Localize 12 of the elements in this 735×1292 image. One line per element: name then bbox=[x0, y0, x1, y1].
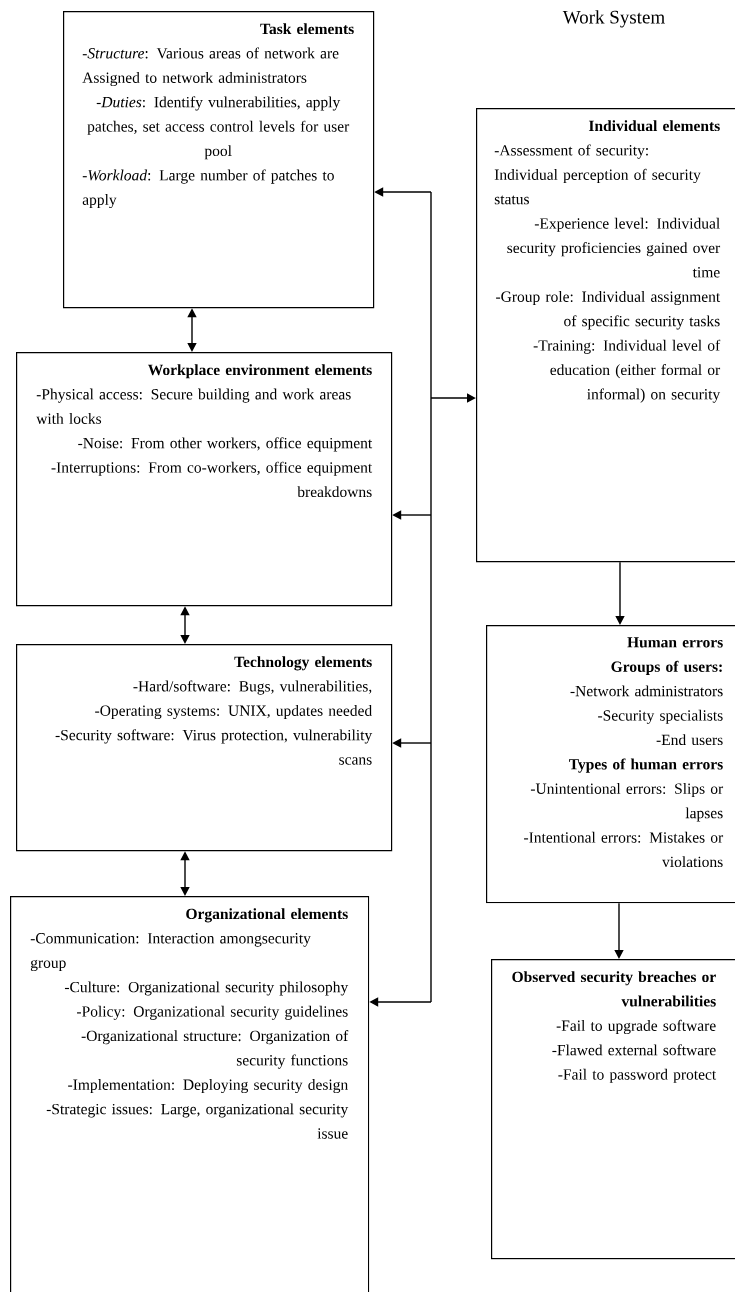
text-box: Workplace environment elements -Physical access: Secure building and work areas with locks -Noise: From other workers, office equipment -Interruptions: From co-workers, office equipment breakdowns bbox=[16, 352, 393, 607]
text-box: Organizational elements -Communication: Interaction amongsecurity group -Culture: Organizational security philosophy -Policy: Organizational security guidelines -Organizational structure: Organization of security functions -Implementation: Deploying security design -Strategic issues: Large, organizational security issue bbox=[10, 896, 370, 1292]
text-box: Individual elements -Assessment of security: Individual perception of security status -Experience level: Individual security proficiencies gained over time -Group role: Individual assignment of specific security tasks -Training: Individual level of education (either formal or informal) on security bbox=[476, 108, 735, 563]
diagram-title: Work System bbox=[562, 10, 665, 28]
text-box: Task elements -Structure: Various areas of network are Assigned to network administrators -Duties: Identify vulnerabilities, apply patches, set access control levels for user pool -Workload: Large number of patches to apply bbox=[63, 11, 375, 309]
connector-line bbox=[430, 191, 432, 1003]
text-box: Technology elements -Hard/software: Bugs, vulnerabilities, -Operating systems: UNIX, updates needed -Security software: Virus protection, vulnerability scans bbox=[16, 644, 393, 852]
text-box: Human errors Groups of users: -Network administrators -Security specialists -End users Types of human errors -Unintentional errors: Slips or lapses -Intentional errors: Mistakes or violations bbox=[486, 625, 735, 904]
arrow bbox=[430, 393, 476, 403]
text-box: Observed security breaches or vulnerabilities -Fail to upgrade software -Flawed external software -Fail to password protect bbox=[491, 959, 735, 1260]
arrow bbox=[614, 902, 624, 959]
arrow bbox=[615, 561, 625, 625]
